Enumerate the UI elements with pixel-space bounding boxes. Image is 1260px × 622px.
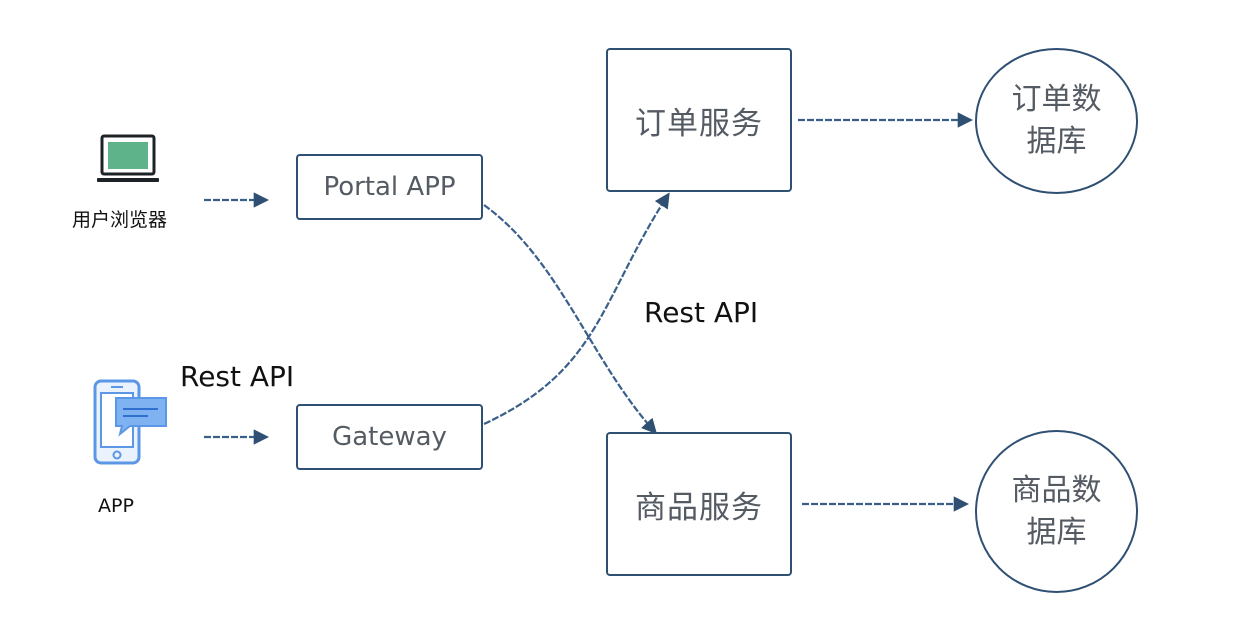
order-database-circle: 订单数据库 xyxy=(975,48,1138,194)
order-database-label: 订单数据库 xyxy=(1011,82,1102,159)
order-service-box: 订单服务 xyxy=(606,48,792,192)
product-service-box: 商品服务 xyxy=(606,432,792,576)
portal-app-box: Portal APP xyxy=(296,154,483,220)
rest-api-label-center: Rest API xyxy=(644,296,759,329)
laptop-icon xyxy=(97,134,159,182)
product-database-circle: 商品数据库 xyxy=(975,430,1138,593)
gateway-box: Gateway xyxy=(296,404,483,470)
arrow-portal-to-product xyxy=(483,204,658,435)
browser-label: 用户浏览器 xyxy=(72,209,168,231)
mobile-phone-icon xyxy=(93,379,167,465)
rest-api-label-left: Rest API xyxy=(180,360,295,393)
arrow-gateway-to-order xyxy=(483,192,670,425)
product-database-label: 商品数据库 xyxy=(1011,472,1102,550)
app-label: APP xyxy=(98,495,134,517)
